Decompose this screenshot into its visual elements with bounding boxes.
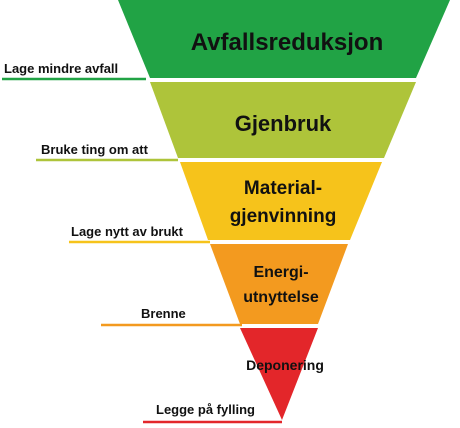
level-band-gjenbruk — [150, 82, 416, 158]
level-band-avfallsreduksjon — [118, 0, 450, 78]
level-title-deponering: Deponering — [246, 357, 324, 373]
level-title-gjenbruk: Gjenbruk — [235, 111, 332, 136]
side-label-bruke-ting-om-att: Bruke ting om att — [41, 142, 149, 157]
level-title-material-line1: Material- — [244, 178, 322, 199]
level-band-energiutnyttelse — [210, 244, 348, 324]
level-band-deponering — [240, 328, 318, 420]
side-label-legge-pa-fylling: Legge på fylling — [156, 402, 255, 417]
level-title-energi-line2: utnyttelse — [243, 289, 319, 306]
side-label-lage-mindre-avfall: Lage mindre avfall — [4, 61, 118, 76]
level-band-materialgjenvinning — [180, 162, 382, 240]
side-label-brenne: Brenne — [141, 306, 186, 321]
side-label-lage-nytt-av-brukt: Lage nytt av brukt — [71, 224, 184, 239]
level-title-avfallsreduksjon: Avfallsreduksjon — [191, 29, 384, 56]
level-title-material-line2: gjenvinning — [230, 206, 337, 227]
level-title-energi-line1: Energi- — [253, 264, 308, 281]
